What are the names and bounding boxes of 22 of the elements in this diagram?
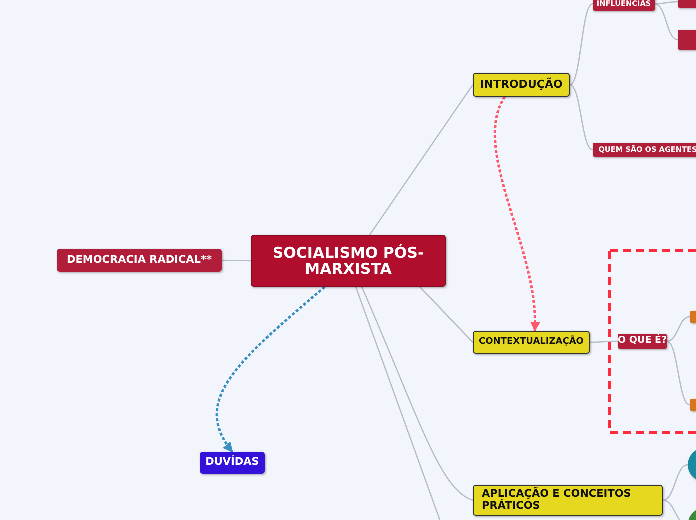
connector-line <box>666 340 690 406</box>
arrow <box>494 96 540 332</box>
topic-box: CONTEXTUALIZAÇÃO <box>473 331 590 354</box>
connector-line <box>361 286 474 502</box>
connector-line <box>420 286 474 343</box>
connector-line <box>655 1 678 5</box>
connector-line <box>662 464 688 502</box>
connector-line <box>570 3 594 86</box>
topic-box: O QUE É? <box>618 334 667 349</box>
connector-line <box>369 84 474 236</box>
topic-box: APLICAÇÃO E CONCEITOS PRÁTICOS <box>473 485 663 516</box>
topic-box: DEMOCRACIA RADICAL** <box>57 249 222 272</box>
connector-line <box>666 316 690 342</box>
topic-box: DUVÍDAS <box>200 452 265 474</box>
connector-line <box>654 3 678 41</box>
topic-box: INTRODUÇÃO <box>473 73 570 97</box>
connector-line <box>222 260 252 262</box>
arrow <box>216 286 326 453</box>
connector-line <box>590 340 618 344</box>
connector-line <box>355 286 441 520</box>
central-topic-box: SOCIALISMO PÓS-MARXISTA <box>251 235 446 287</box>
connector-line <box>570 84 594 151</box>
